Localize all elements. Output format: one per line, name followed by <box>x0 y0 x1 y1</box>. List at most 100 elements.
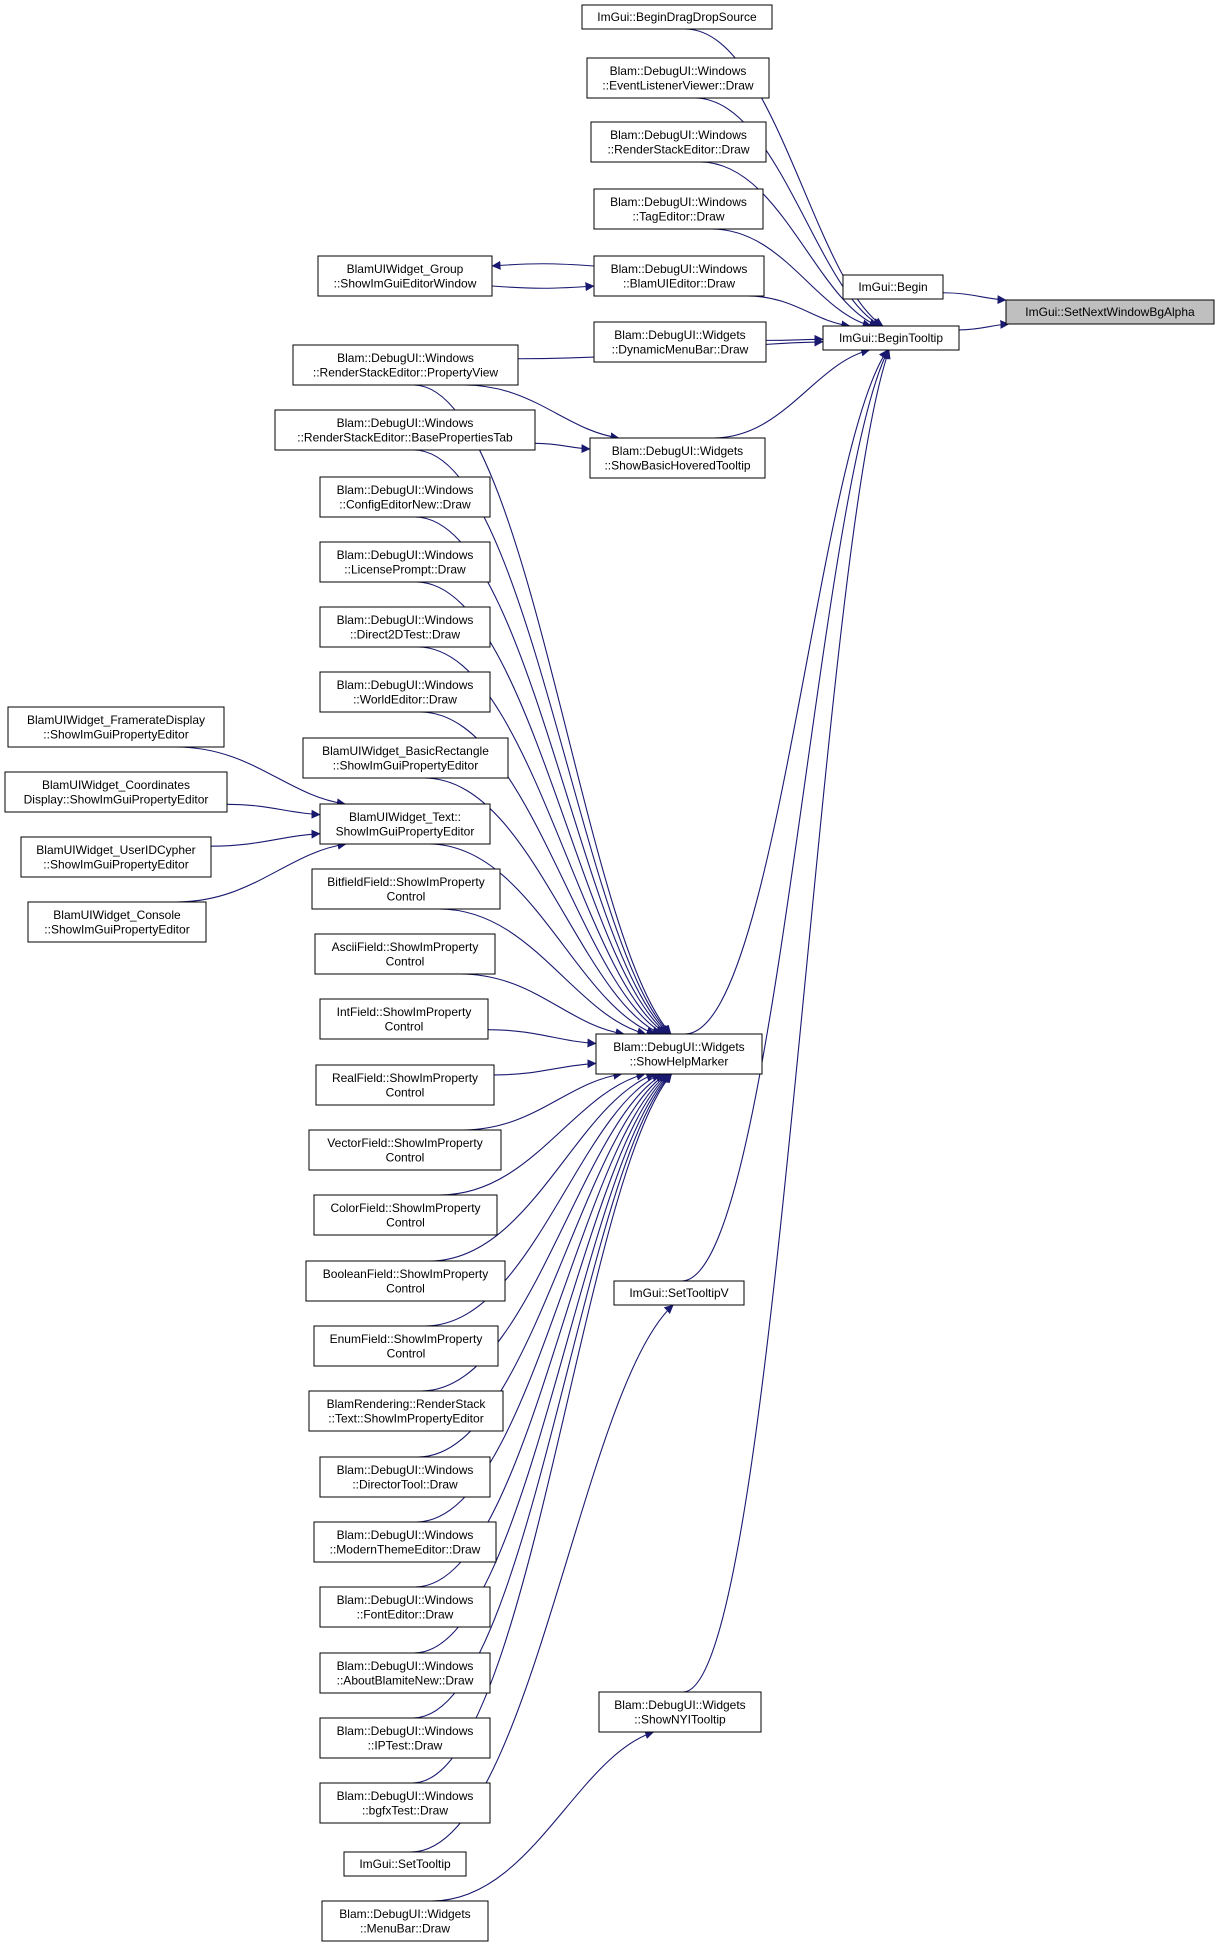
node-label-line: Control <box>386 1150 425 1164</box>
edge-settooltip-to-settooltipv <box>410 1304 674 1853</box>
node-label-line: Blam::DebugUI::Windows <box>337 613 474 627</box>
node-label-line: Blam::DebugUI::Widgets <box>613 1040 744 1054</box>
node-useridcypher[interactable]: BlamUIWidget_UserIDCypher::ShowImGuiProp… <box>20 836 212 878</box>
node-label-line: Display::ShowImGuiPropertyEditor <box>24 792 209 806</box>
edge-basichover-to-begintooltip <box>713 347 871 439</box>
node-label-line: ::bgfxTest::Draw <box>362 1803 448 1817</box>
node-label-line: Blam::DebugUI::Windows <box>337 1528 474 1542</box>
node-label-line: BooleanField::ShowImProperty <box>323 1267 488 1281</box>
node-label-line: BlamRendering::RenderStack <box>327 1397 487 1411</box>
node-begin[interactable]: ImGui::Begin <box>842 274 944 300</box>
node-console[interactable]: BlamUIWidget_Console::ShowImGuiPropertyE… <box>27 901 207 943</box>
node-begintooltip[interactable]: ImGui::BeginTooltip <box>822 325 960 351</box>
node-settooltip[interactable]: ImGui::SetTooltip <box>343 1851 467 1877</box>
node-iptest[interactable]: Blam::DebugUI::Windows::IPTest::Draw <box>319 1717 491 1759</box>
node-label-line: ::IPTest::Draw <box>368 1738 443 1752</box>
node-propview[interactable]: Blam::DebugUI::Windows::RenderStackEdito… <box>292 344 519 386</box>
node-label-line: ::ShowImGuiEditorWindow <box>334 276 477 290</box>
node-label-line: ShowImGuiPropertyEditor <box>336 824 475 838</box>
node-box <box>308 1390 504 1432</box>
edge-int-to-helpmarker <box>487 1029 597 1048</box>
nodes-layer: ImGui::SetNextWindowBgAlphaImGui::BeginI… <box>4 4 1215 1942</box>
node-box <box>319 998 489 1040</box>
node-box <box>319 1782 491 1824</box>
node-label-line: Control <box>386 1215 425 1229</box>
node-label-line: RealField::ShowImProperty <box>332 1071 478 1085</box>
node-bgfx[interactable]: Blam::DebugUI::Windows::bgfxTest::Draw <box>319 1782 491 1824</box>
edge-enum-to-helpmarker <box>424 1073 661 1327</box>
node-label-line: ::ShowBasicHoveredTooltip <box>604 458 750 472</box>
node-label-line: ImGui::BeginTooltip <box>839 331 943 345</box>
node-font[interactable]: Blam::DebugUI::Windows::FontEditor::Draw <box>319 1586 491 1628</box>
node-confignew[interactable]: Blam::DebugUI::Windows::ConfigEditorNew:… <box>319 476 491 518</box>
node-box <box>292 344 519 386</box>
node-label-line: Blam::DebugUI::Windows <box>337 1724 474 1738</box>
node-dragdrop[interactable]: ImGui::BeginDragDropSource <box>581 4 773 30</box>
node-label-line: ::DynamicMenuBar::Draw <box>612 342 749 356</box>
node-box <box>613 1280 745 1306</box>
node-box <box>842 274 944 300</box>
node-groupeditor[interactable]: BlamUIWidget_Group::ShowImGuiEditorWindo… <box>317 255 493 297</box>
node-label-line: VectorField::ShowImProperty <box>327 1136 482 1150</box>
edge-menubar-to-nyi <box>431 1730 655 1902</box>
edge-basicrect-to-helpmarker <box>423 777 661 1035</box>
edge-textwidget-to-helpmarker <box>428 843 656 1036</box>
node-textwidget[interactable]: BlamUIWidget_Text::ShowImGuiPropertyEdit… <box>319 803 491 845</box>
node-director[interactable]: Blam::DebugUI::Windows::DirectorTool::Dr… <box>319 1456 491 1498</box>
node-worldeditor[interactable]: Blam::DebugUI::Windows::WorldEditor::Dra… <box>319 671 491 713</box>
node-menubar[interactable]: Blam::DebugUI::Widgets::MenuBar::Draw <box>321 1900 489 1942</box>
node-box <box>593 255 765 297</box>
node-label-line: ::Text::ShowImPropertyEditor <box>328 1411 483 1425</box>
node-basicrect[interactable]: BlamUIWidget_BasicRectangle::ShowImGuiPr… <box>302 737 509 779</box>
node-label-line: BlamUIWidget_BasicRectangle <box>322 744 489 758</box>
node-label-line: Blam::DebugUI::Windows <box>337 1659 474 1673</box>
edge-begin-to-root <box>942 292 1007 305</box>
node-baseprops[interactable]: Blam::DebugUI::Windows::RenderStackEdito… <box>274 409 536 451</box>
node-rstext[interactable]: BlamRendering::RenderStack::Text::ShowIm… <box>308 1390 504 1432</box>
node-nyi[interactable]: Blam::DebugUI::Widgets::ShowNYITooltip <box>598 1691 762 1733</box>
node-settooltipv[interactable]: ImGui::SetTooltipV <box>613 1280 745 1306</box>
node-framerate[interactable]: BlamUIWidget_FramerateDisplay::ShowImGui… <box>7 706 225 748</box>
node-basichover[interactable]: Blam::DebugUI::Widgets::ShowBasicHovered… <box>589 437 766 479</box>
node-box <box>590 121 767 163</box>
node-moderntheme[interactable]: Blam::DebugUI::Windows::ModernThemeEdito… <box>313 1521 497 1563</box>
node-box <box>319 1717 491 1759</box>
node-label-line: ImGui::Begin <box>858 280 927 294</box>
node-dynmenu[interactable]: Blam::DebugUI::Widgets::DynamicMenuBar::… <box>593 321 767 363</box>
node-label-line: ::AboutBlamiteNew::Draw <box>337 1673 474 1687</box>
node-label-line: ImGui::BeginDragDropSource <box>597 10 757 24</box>
node-helpmarker[interactable]: Blam::DebugUI::Widgets::ShowHelpMarker <box>595 1033 763 1075</box>
node-about[interactable]: Blam::DebugUI::Windows::AboutBlamiteNew:… <box>319 1652 491 1694</box>
node-direct2d[interactable]: Blam::DebugUI::Windows::Direct2DTest::Dr… <box>319 606 491 648</box>
edge-confignew-to-helpmarker <box>414 516 670 1035</box>
node-label-line: AsciiField::ShowImProperty <box>332 940 479 954</box>
edges-layer <box>175 28 1010 1902</box>
node-label-line: ::ShowHelpMarker <box>630 1054 729 1068</box>
edge-begintooltip-to-root <box>958 319 1010 331</box>
node-label-line: ::ConfigEditorNew::Draw <box>339 497 471 511</box>
node-license[interactable]: Blam::DebugUI::Windows::LicensePrompt::D… <box>319 541 491 583</box>
edge-useridcypher-to-textwidget <box>210 829 321 847</box>
node-coords[interactable]: BlamUIWidget_CoordinatesDisplay::ShowImG… <box>4 771 228 813</box>
node-label-line: Blam::DebugUI::Windows <box>337 483 474 497</box>
node-renderstack[interactable]: Blam::DebugUI::Windows::RenderStackEdito… <box>590 121 767 163</box>
node-tageditor[interactable]: Blam::DebugUI::Windows::TagEditor::Draw <box>593 188 764 230</box>
node-label-line: IntField::ShowImProperty <box>337 1005 472 1019</box>
node-eventlistener[interactable]: Blam::DebugUI::Windows::EventListenerVie… <box>586 57 770 99</box>
node-uieditor[interactable]: Blam::DebugUI::Windows::BlamUIEditor::Dr… <box>593 255 765 297</box>
edge-ascii-to-helpmarker <box>459 973 625 1038</box>
node-label-line: ::LicensePrompt::Draw <box>344 562 466 576</box>
edge-boolean-to-helpmarker <box>429 1072 656 1262</box>
node-root[interactable]: ImGui::SetNextWindowBgAlpha <box>1005 299 1215 325</box>
node-box <box>20 836 212 878</box>
node-label-line: Control <box>386 954 425 968</box>
edge-color-to-helpmarker <box>439 1071 646 1196</box>
